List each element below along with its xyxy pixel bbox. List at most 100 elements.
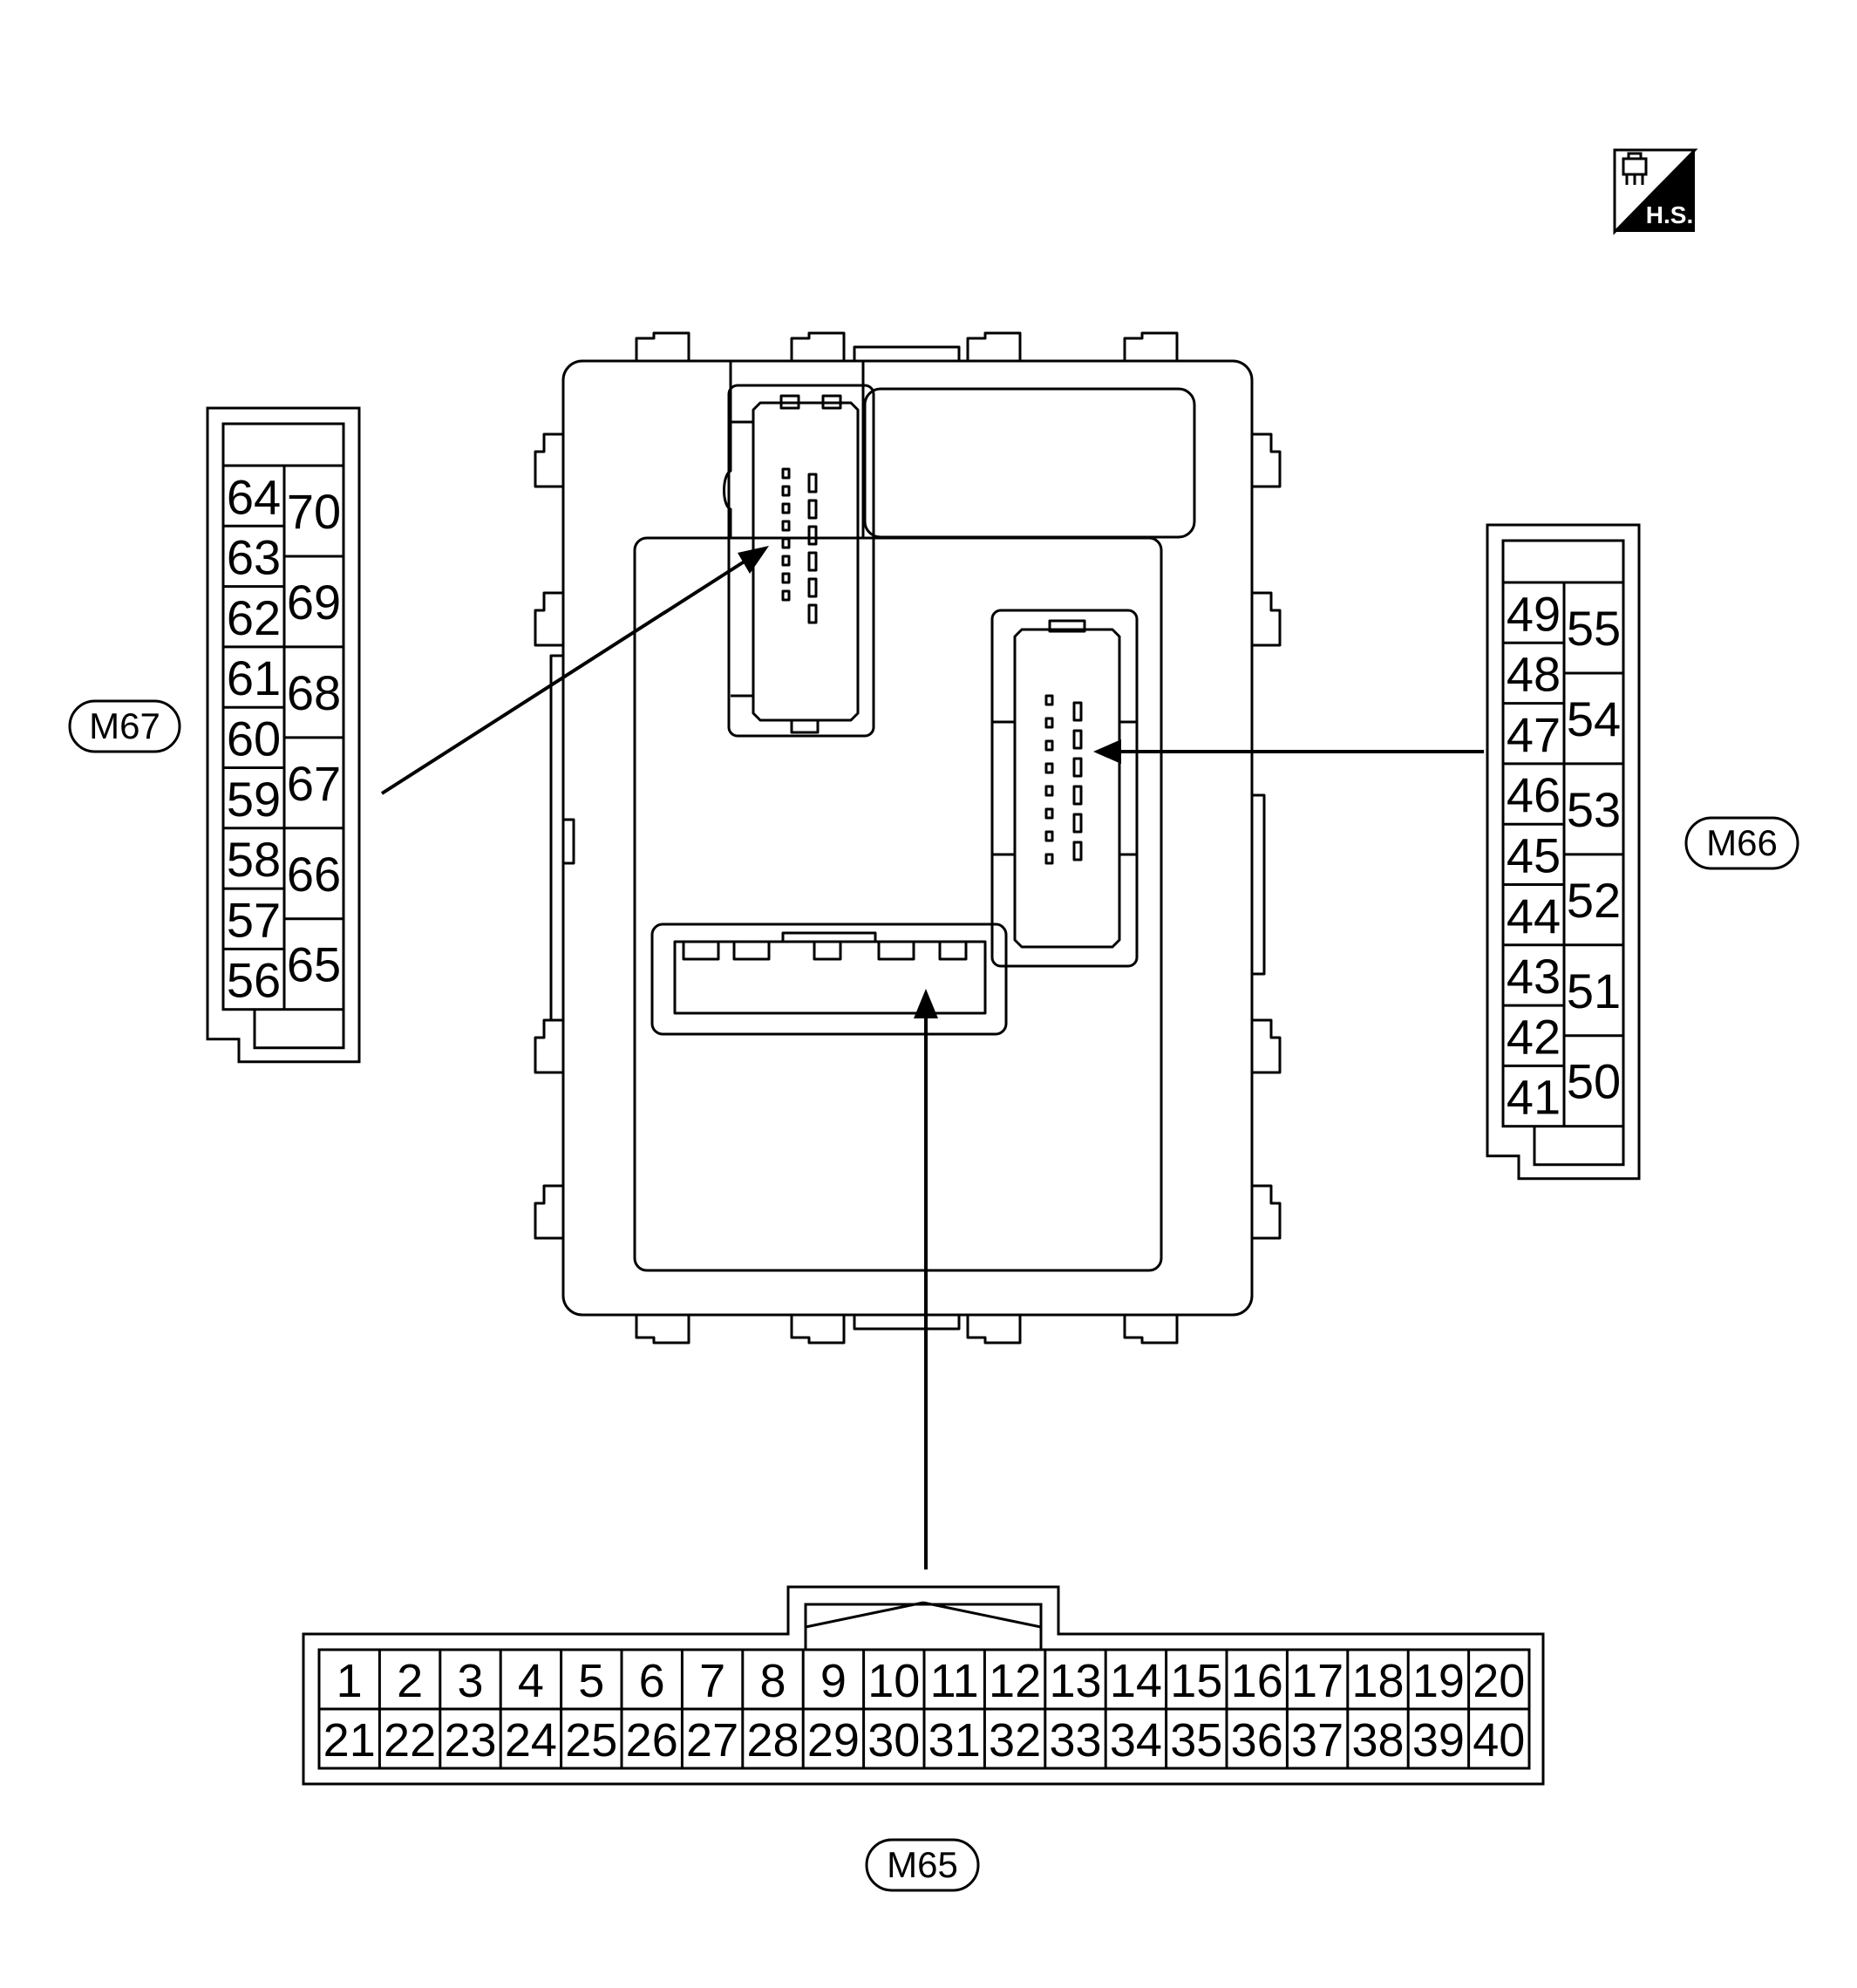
pin-number: 62 — [227, 590, 281, 645]
pin-number: 33 — [1049, 1714, 1101, 1767]
pin-number: 61 — [227, 650, 281, 705]
terminal-slot — [1044, 739, 1054, 752]
pin-number: 8 — [759, 1655, 786, 1707]
pin-number: 28 — [746, 1714, 799, 1767]
connector-label-m65: M65 — [865, 1838, 980, 1892]
terminal-slot — [807, 525, 818, 546]
pointer-arrows — [380, 546, 1484, 1569]
pin-number: 51 — [1567, 963, 1621, 1018]
pin-number: 16 — [1231, 1655, 1283, 1707]
terminal-slot — [1072, 813, 1083, 834]
pin-number: 23 — [444, 1714, 496, 1767]
pin-number: 1 — [337, 1655, 363, 1707]
connector-label-m65-text: M65 — [887, 1844, 958, 1885]
terminal-slot — [1072, 785, 1083, 806]
terminal-slot — [807, 603, 818, 624]
pin-number: 58 — [227, 832, 281, 887]
pin-number: 21 — [323, 1714, 376, 1767]
pin-number: 14 — [1110, 1655, 1162, 1707]
terminal-slot — [1044, 762, 1054, 774]
hs-badge: H.S. — [1613, 148, 1698, 235]
pin-number: 39 — [1412, 1714, 1465, 1767]
terminal-slot — [1072, 701, 1083, 722]
pin-number: 64 — [227, 469, 281, 524]
connector-label-m67-text: M67 — [89, 705, 160, 746]
pin-number: 3 — [457, 1655, 483, 1707]
terminal-slot — [1044, 853, 1054, 865]
pin-number: 69 — [287, 575, 341, 630]
pin-number: 50 — [1567, 1054, 1621, 1109]
pin-number: 10 — [867, 1655, 920, 1707]
pin-number: 6 — [639, 1655, 665, 1707]
pin-number: 4 — [518, 1655, 544, 1707]
pin-number: 40 — [1473, 1714, 1525, 1767]
pin-number: 7 — [699, 1655, 725, 1707]
connector-tab — [1533, 1126, 1625, 1167]
terminal-slot — [732, 940, 771, 961]
terminal-slot — [807, 499, 818, 520]
pin-number: 46 — [1507, 767, 1561, 822]
terminal-slot — [807, 551, 818, 572]
pin-number: 55 — [1567, 601, 1621, 656]
pin-number: 52 — [1567, 873, 1621, 928]
pin-number: 34 — [1110, 1714, 1162, 1767]
terminal-slot — [781, 502, 791, 514]
pin-number: 27 — [686, 1714, 738, 1767]
connector-shell — [302, 1585, 1545, 1786]
pin-number: 13 — [1049, 1655, 1101, 1707]
pin-number: 22 — [384, 1714, 436, 1767]
pin-number: 35 — [1170, 1714, 1222, 1767]
connector-header — [221, 422, 345, 467]
pin-number: 68 — [287, 665, 341, 720]
terminal-slot — [813, 940, 842, 961]
connector-header — [1501, 539, 1625, 584]
hs-badge-label: H.S. — [1646, 201, 1693, 228]
pin-number: 56 — [227, 953, 281, 1008]
pin-number: 31 — [928, 1714, 981, 1767]
pin-number: 30 — [867, 1714, 920, 1767]
pin-number: 9 — [820, 1655, 847, 1707]
pin-number: 38 — [1351, 1714, 1404, 1767]
pin-number: 24 — [505, 1714, 557, 1767]
pin-number: 20 — [1473, 1655, 1525, 1707]
pin-number: 44 — [1507, 888, 1561, 943]
pin-number: 25 — [565, 1714, 617, 1767]
terminal-slot — [781, 555, 791, 567]
pin-number: 70 — [287, 484, 341, 539]
terminal-slot — [877, 940, 915, 961]
pin-number: 11 — [930, 1655, 979, 1707]
terminal-slot — [807, 473, 818, 494]
pin-number: 59 — [227, 772, 281, 827]
pin-number: 63 — [227, 530, 281, 585]
terminal-slot — [1072, 841, 1083, 861]
connector-shell — [206, 406, 361, 1064]
connector-label-m66: M66 — [1684, 816, 1799, 870]
pin-number: 49 — [1507, 586, 1561, 641]
pin-number: 17 — [1291, 1655, 1343, 1707]
pin-number: 54 — [1567, 691, 1621, 746]
terminal-slot — [1072, 729, 1083, 750]
pin-number: 15 — [1170, 1655, 1222, 1707]
terminal-slot — [938, 940, 968, 961]
terminal-slot — [781, 589, 791, 602]
terminal-slot — [1044, 807, 1054, 820]
pin-number: 32 — [989, 1714, 1041, 1767]
connector-label-m67: M67 — [68, 699, 181, 753]
pin-number: 67 — [287, 756, 341, 811]
pin-number: 47 — [1507, 707, 1561, 762]
pin-number: 53 — [1567, 782, 1621, 837]
terminal-slot — [1072, 757, 1083, 778]
pin-number: 26 — [626, 1714, 678, 1767]
pin-number: 43 — [1507, 949, 1561, 1004]
connector-shell — [1486, 523, 1641, 1181]
pin-number: 60 — [227, 711, 281, 766]
terminal-slot — [1044, 785, 1054, 797]
terminal-slot — [682, 940, 720, 961]
pin-number: 29 — [807, 1714, 860, 1767]
terminal-slot — [1044, 830, 1054, 842]
pin-number: 18 — [1351, 1655, 1404, 1707]
terminal-slot — [781, 467, 791, 480]
control-unit-body — [534, 331, 1282, 1345]
